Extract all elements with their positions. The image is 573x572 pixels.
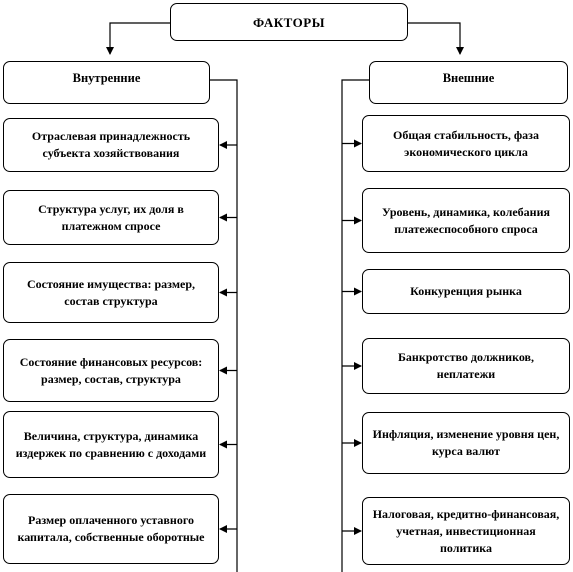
internal-header: Внутренние <box>72 71 141 85</box>
factors-title: ФАКТОРЫ <box>253 14 325 30</box>
internal-factor-label: Величина, структура, динамика издержек п… <box>15 428 207 460</box>
external-factor-label: Налоговая, кредитно-финансовая, учетная,… <box>372 506 560 555</box>
external-factor-box: Общая стабильность, фаза экономического … <box>362 115 570 172</box>
external-factor-label: Инфляция, изменение уровня цен, курса ва… <box>372 427 560 458</box>
title-to-external-connector <box>408 22 464 55</box>
internal-factor-label: Размер оплаченного уставного капитала, с… <box>17 513 205 544</box>
internal-header-box: Внутренние <box>3 61 210 104</box>
internal-factor-label: Состояние имущества: размер, состав стру… <box>26 276 196 308</box>
internal-spine <box>210 79 238 572</box>
external-header: Внешние <box>442 71 495 85</box>
internal-factor-box: Структура услуг, их доля в платежном спр… <box>3 190 219 245</box>
external-factor-label: Общая стабильность, фаза экономического … <box>393 127 539 159</box>
external-factor-label: Конкуренция рынка <box>410 284 522 298</box>
internal-factor-label: Отраслевая принадлежность субъекта хозяй… <box>31 129 191 160</box>
external-factor-box: Уровень, динамика, колебания платежеспос… <box>362 188 570 253</box>
factors-title-box: ФАКТОРЫ <box>170 3 408 41</box>
external-factor-box: Банкротство должников, неплатежи <box>362 338 570 394</box>
internal-factor-box: Величина, структура, динамика издержек п… <box>3 411 219 478</box>
external-factor-box: Инфляция, изменение уровня цен, курса ва… <box>362 412 570 474</box>
external-factor-label: Уровень, динамика, колебания платежеспос… <box>382 204 550 236</box>
external-factor-box: Налоговая, кредитно-финансовая, учетная,… <box>362 497 570 565</box>
internal-factor-box: Состояние финансовых ресурсов: размер, с… <box>3 339 219 402</box>
external-spine <box>341 79 369 572</box>
external-factor-label: Банкротство должников, неплатежи <box>397 350 535 381</box>
external-header-box: Внешние <box>369 61 568 104</box>
title-to-internal-connector <box>106 22 170 55</box>
internal-factor-box: Отраслевая принадлежность субъекта хозяй… <box>3 118 219 172</box>
internal-factor-box: Размер оплаченного уставного капитала, с… <box>3 494 219 564</box>
internal-factor-label: Структура услуг, их доля в платежном спр… <box>38 201 184 233</box>
external-factor-box: Конкуренция рынка <box>362 269 570 314</box>
internal-factor-box: Состояние имущества: размер, состав стру… <box>3 262 219 323</box>
internal-factor-label: Состояние финансовых ресурсов: размер, с… <box>19 354 203 386</box>
